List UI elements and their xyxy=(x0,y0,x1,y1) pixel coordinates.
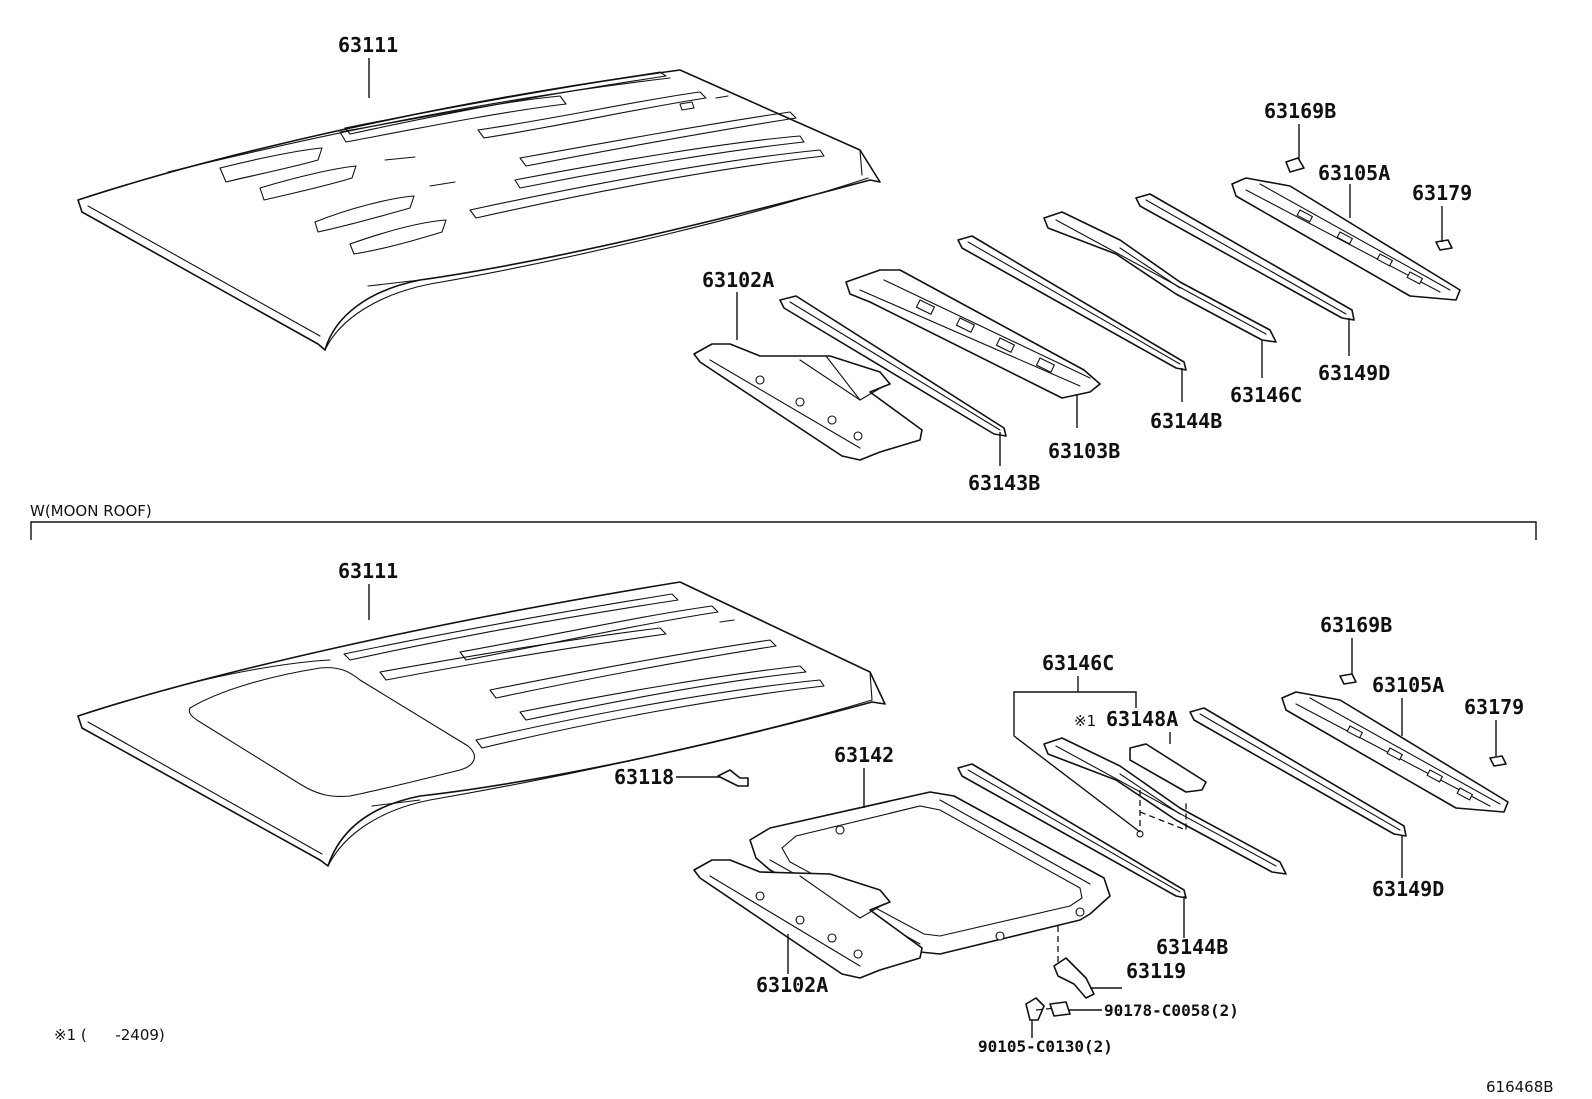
top-roof-assembly: 63111 63169B 63105A 63179 63102A 63149D … xyxy=(77,33,1472,495)
part-63118 xyxy=(717,769,749,787)
roof-panel-moonroof xyxy=(77,581,886,867)
callout-63142: 63142 xyxy=(834,743,894,767)
part-63146c-top xyxy=(1043,211,1277,343)
clip-90178-c0058 xyxy=(1049,1001,1071,1017)
dash-fasteners xyxy=(1035,1007,1057,1011)
dash-63148a xyxy=(1139,790,1187,832)
roof-panel-top xyxy=(77,69,881,351)
callout-63169b-top: 63169B xyxy=(1264,99,1336,123)
callout-63179-top: 63179 xyxy=(1412,181,1472,205)
part-63179-bottom xyxy=(1489,755,1507,767)
callout-63105a-bottom: 63105A xyxy=(1372,673,1444,697)
callout-63144b-top: 63144B xyxy=(1150,409,1222,433)
callout-63111-top: 63111 xyxy=(338,33,398,57)
callout-63119: 63119 xyxy=(1126,959,1186,983)
callout-90178-c0058: 90178-C0058(2) xyxy=(1104,1001,1239,1020)
bolt-90105-c0130 xyxy=(1025,997,1045,1021)
bottom-roof-assembly: 63111 63169B 63105A 63179 63146C ※1 6314… xyxy=(77,559,1524,1056)
part-63169b-top xyxy=(1285,157,1305,173)
callout-63105a-top: 63105A xyxy=(1318,161,1390,185)
part-63148a xyxy=(1129,743,1207,793)
callout-63102a-top: 63102A xyxy=(702,268,774,292)
part-63103b-top xyxy=(845,269,1101,399)
part-63142 xyxy=(749,791,1111,955)
callout-63111-bottom: 63111 xyxy=(338,559,398,583)
callout-63169b-bottom: 63169B xyxy=(1320,613,1392,637)
callout-63144b-bottom: 63144B xyxy=(1156,935,1228,959)
section-title-moon-roof: W(MOON ROOF) xyxy=(30,502,152,520)
callout-63102a-bottom: 63102A xyxy=(756,973,828,997)
part-63105a-bottom xyxy=(1281,691,1509,813)
section-bracket xyxy=(30,521,1537,540)
part-63179-top xyxy=(1435,239,1453,251)
part-63169b-bottom xyxy=(1339,673,1357,685)
callout-63179-bottom: 63179 xyxy=(1464,695,1524,719)
callout-63103b-top: 63103B xyxy=(1048,439,1120,463)
note-marker-63148a: ※1 xyxy=(1074,712,1096,730)
callout-63149d-bottom: 63149D xyxy=(1372,877,1444,901)
callout-63146c-top: 63146C xyxy=(1230,383,1302,407)
callout-63148a: 63148A xyxy=(1106,707,1178,731)
bracket-63146c xyxy=(1013,676,1141,833)
callout-63146c-bottom: 63146C xyxy=(1042,651,1114,675)
part-63105a-top xyxy=(1231,177,1461,301)
drawing-id: 616468B xyxy=(1486,1078,1554,1096)
part-63102a-top xyxy=(693,343,923,461)
part-63119 xyxy=(1053,957,1095,999)
part-63146c-bottom xyxy=(1043,737,1287,875)
part-63143b-top xyxy=(779,295,1007,437)
callout-63118: 63118 xyxy=(614,765,674,789)
callout-90105-c0130: 90105-C0130(2) xyxy=(978,1037,1113,1056)
callout-63143b-top: 63143B xyxy=(968,471,1040,495)
part-63102a-bottom xyxy=(693,859,923,979)
footnote: ※1 ( -2409) xyxy=(54,1026,165,1044)
callout-63149d-top: 63149D xyxy=(1318,361,1390,385)
fastener-63148a xyxy=(1136,830,1144,838)
